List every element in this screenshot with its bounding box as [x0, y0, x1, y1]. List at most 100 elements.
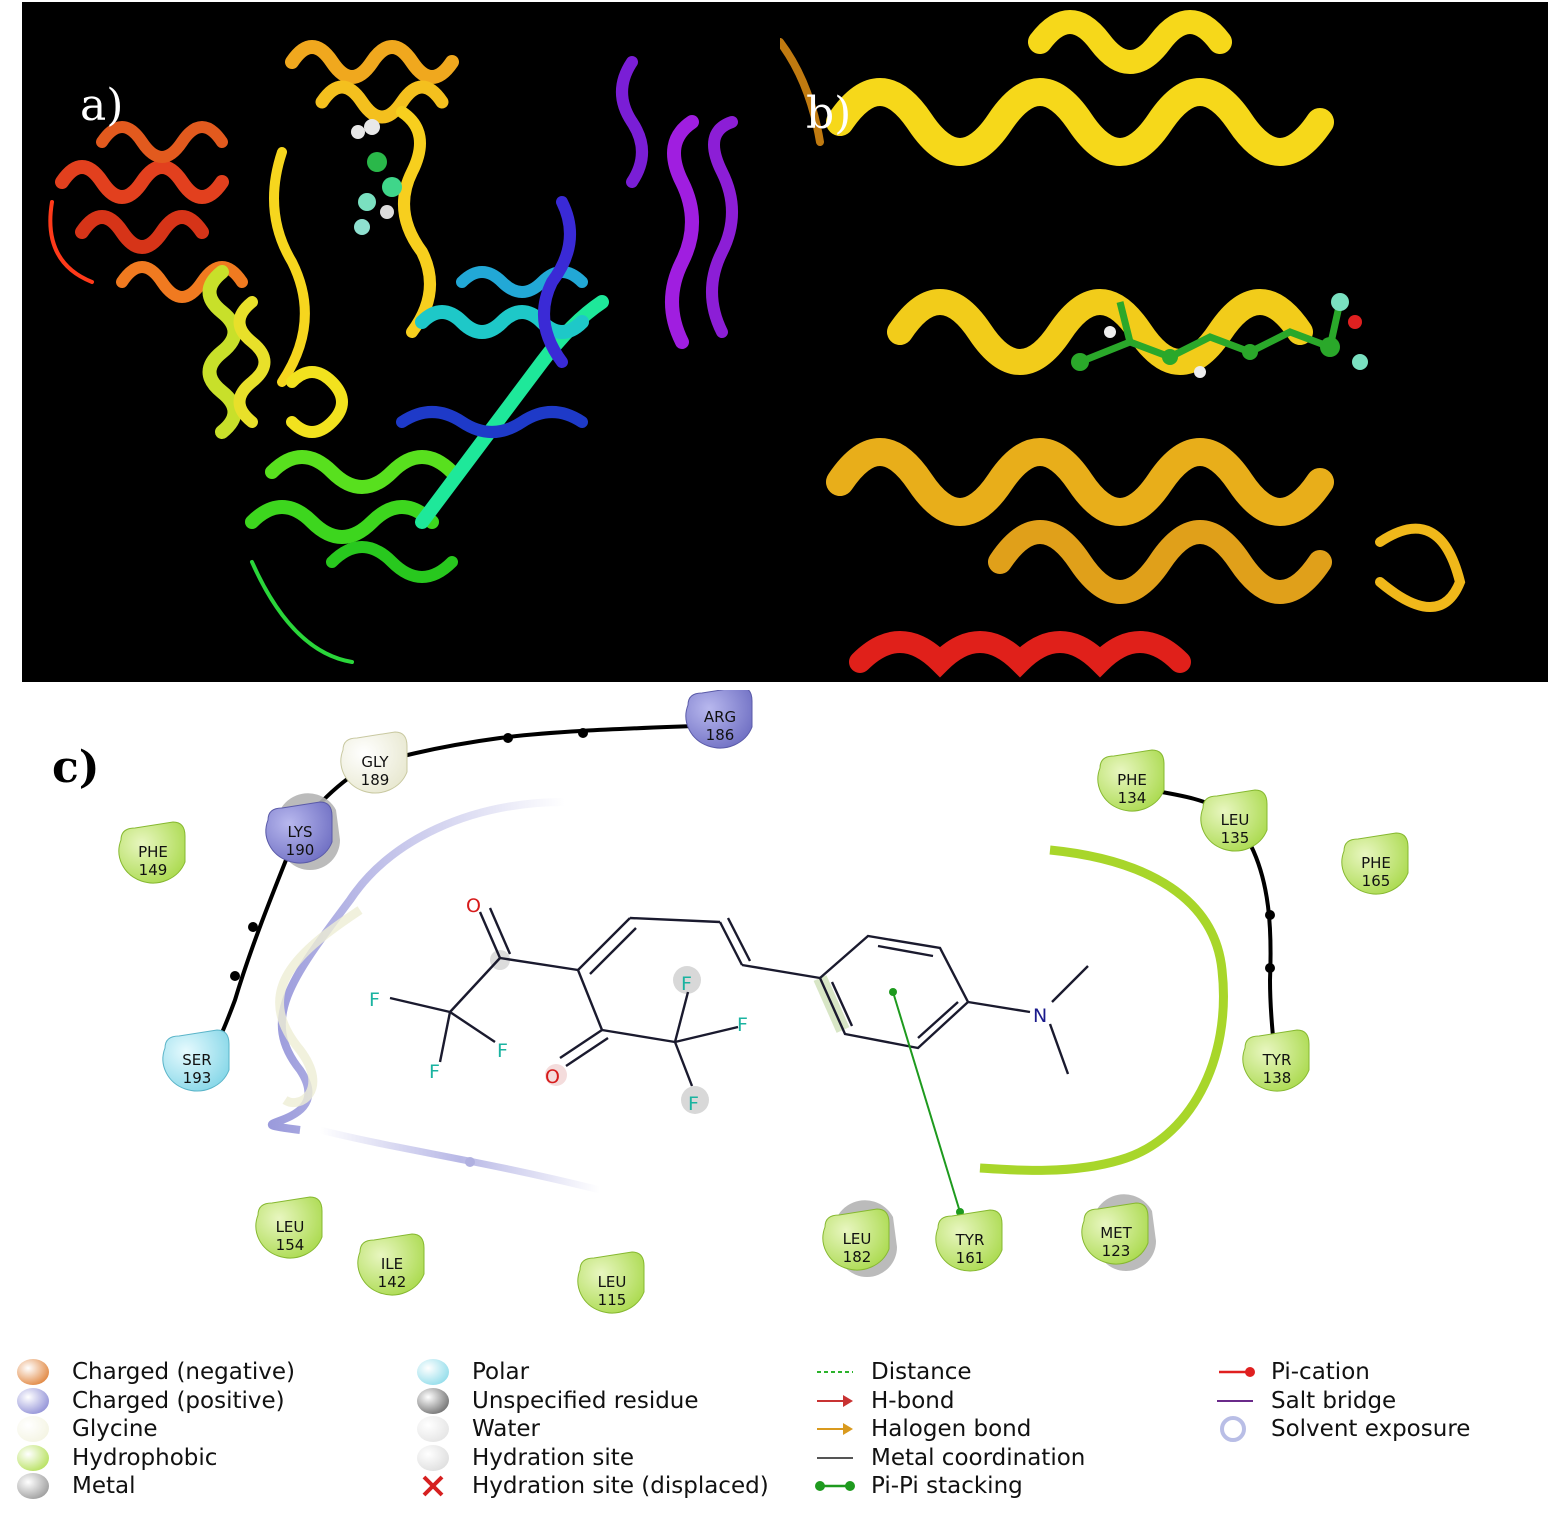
sphere-icon — [16, 1415, 72, 1443]
sphere-icon — [416, 1387, 472, 1415]
sphere-icon — [16, 1387, 72, 1415]
sphere-icon — [16, 1472, 72, 1500]
fluorine-atom-label: F — [688, 1093, 699, 1115]
legend-item: Solvent exposure — [1215, 1415, 1470, 1443]
protein-cartoon-rainbow: a) — [48, 40, 738, 664]
residue-name: ARG — [704, 708, 736, 726]
sphere-icon — [416, 1415, 472, 1443]
sphere-icon — [16, 1358, 72, 1386]
residue-marker — [255, 1196, 323, 1259]
residue-name: GLY — [361, 753, 389, 771]
ligand-spheres — [351, 119, 402, 235]
residue-marker — [265, 801, 333, 864]
residue-name: TYR — [1262, 1051, 1292, 1069]
residue-number: 190 — [286, 841, 315, 859]
legend-item: Distance — [815, 1358, 972, 1386]
legend-label: Halogen bond — [871, 1416, 1032, 1443]
residue-number: 149 — [139, 861, 168, 879]
residue-name: TYR — [955, 1231, 985, 1249]
residue-number: 134 — [1118, 789, 1147, 807]
residue-name: LYS — [287, 823, 312, 841]
dot-line-icon — [815, 1472, 871, 1500]
residue-name: SER — [182, 1051, 211, 1069]
residue-marker — [1097, 749, 1165, 812]
residue-marker — [340, 731, 408, 794]
residue-name: LEU — [276, 1218, 305, 1236]
fluorine-atom-label: F — [429, 1061, 440, 1083]
nitrogen-atom-label: N — [1033, 1005, 1047, 1027]
panel-c-label: c) — [52, 742, 100, 793]
legend-label: Charged (negative) — [72, 1359, 295, 1385]
legend-label: Hydration site — [472, 1444, 634, 1471]
oxygen-atom-label: O — [466, 895, 481, 917]
residue-name: MET — [1100, 1224, 1132, 1242]
legend-item: Unspecified residue — [416, 1387, 699, 1415]
legend-label: Polar — [472, 1359, 530, 1385]
legend-label: Charged (positive) — [72, 1387, 285, 1414]
legend-label: Distance — [871, 1359, 972, 1385]
pi-pi-stacking-line — [889, 988, 964, 1216]
legend-label: Salt bridge — [1271, 1387, 1397, 1414]
legend-label: Metal coordination — [871, 1444, 1086, 1471]
residue-marker — [822, 1208, 890, 1271]
residue-nodes: ARG186GLY189LYS190PHE149SER193PHE134LEU1… — [118, 690, 1409, 1314]
residue-number: 123 — [1102, 1242, 1131, 1260]
legend-label: Metal — [72, 1473, 136, 1500]
ligand-structure — [389, 907, 1089, 1114]
halo-icon — [1215, 1415, 1271, 1443]
residue-name: LEU — [1221, 811, 1250, 829]
legend-item: Charged (negative) — [16, 1358, 295, 1386]
legend-item: Hydration site (displaced) — [416, 1472, 769, 1500]
residue-name: LEU — [598, 1273, 627, 1291]
legend-label: Pi-cation — [1271, 1359, 1370, 1385]
sphere-icon — [16, 1444, 72, 1472]
arrow-icon — [815, 1387, 871, 1415]
fluorine-atom-label: F — [369, 989, 380, 1011]
legend-item: Salt bridge — [1215, 1387, 1396, 1415]
ligand-interaction-diagram: O O N F F F F F F ARG186GLY189LYS190PHE1… — [118, 690, 1409, 1314]
sphere-icon — [416, 1358, 472, 1386]
legend-label: Pi-Pi stacking — [871, 1473, 1023, 1500]
residue-marker — [1081, 1202, 1149, 1265]
residue-number: 138 — [1263, 1069, 1292, 1087]
legend-item: Metal — [16, 1472, 136, 1500]
pocket-outline-left-glycine — [275, 906, 363, 1108]
legend-item: Glycine — [16, 1415, 158, 1443]
panel-b-binding-pocket: b) — [780, 2, 1548, 682]
dashed-line-icon — [815, 1358, 871, 1386]
residue-marker — [1200, 789, 1268, 852]
legend-label: Solvent exposure — [1271, 1416, 1471, 1443]
residue-marker — [118, 821, 186, 884]
residue-marker — [577, 1251, 645, 1314]
residue-number: 142 — [378, 1273, 407, 1291]
panel-a-label: a) — [80, 80, 123, 131]
legend-item: Polar — [416, 1358, 529, 1386]
legend-label: H-bond — [871, 1387, 955, 1414]
residue-marker — [1341, 832, 1409, 895]
legend-label: Glycine — [72, 1416, 158, 1443]
residue-name: PHE — [1117, 771, 1147, 789]
legend-item: Charged (positive) — [16, 1387, 285, 1415]
residue-number: 161 — [956, 1249, 985, 1267]
pocket-outline-right-hydrophobic — [979, 845, 1228, 1175]
legend-item: Metal coordination — [815, 1444, 1085, 1472]
cross-icon — [416, 1472, 472, 1500]
pocket-outline-bottom — [319, 1126, 601, 1194]
legend-label: Hydration site (displaced) — [472, 1473, 769, 1500]
residue-name: ILE — [381, 1255, 403, 1273]
residue-number: 154 — [276, 1236, 305, 1254]
legend-item: Hydrophobic — [16, 1444, 217, 1472]
legend-item: Pi-cation — [1215, 1358, 1370, 1386]
